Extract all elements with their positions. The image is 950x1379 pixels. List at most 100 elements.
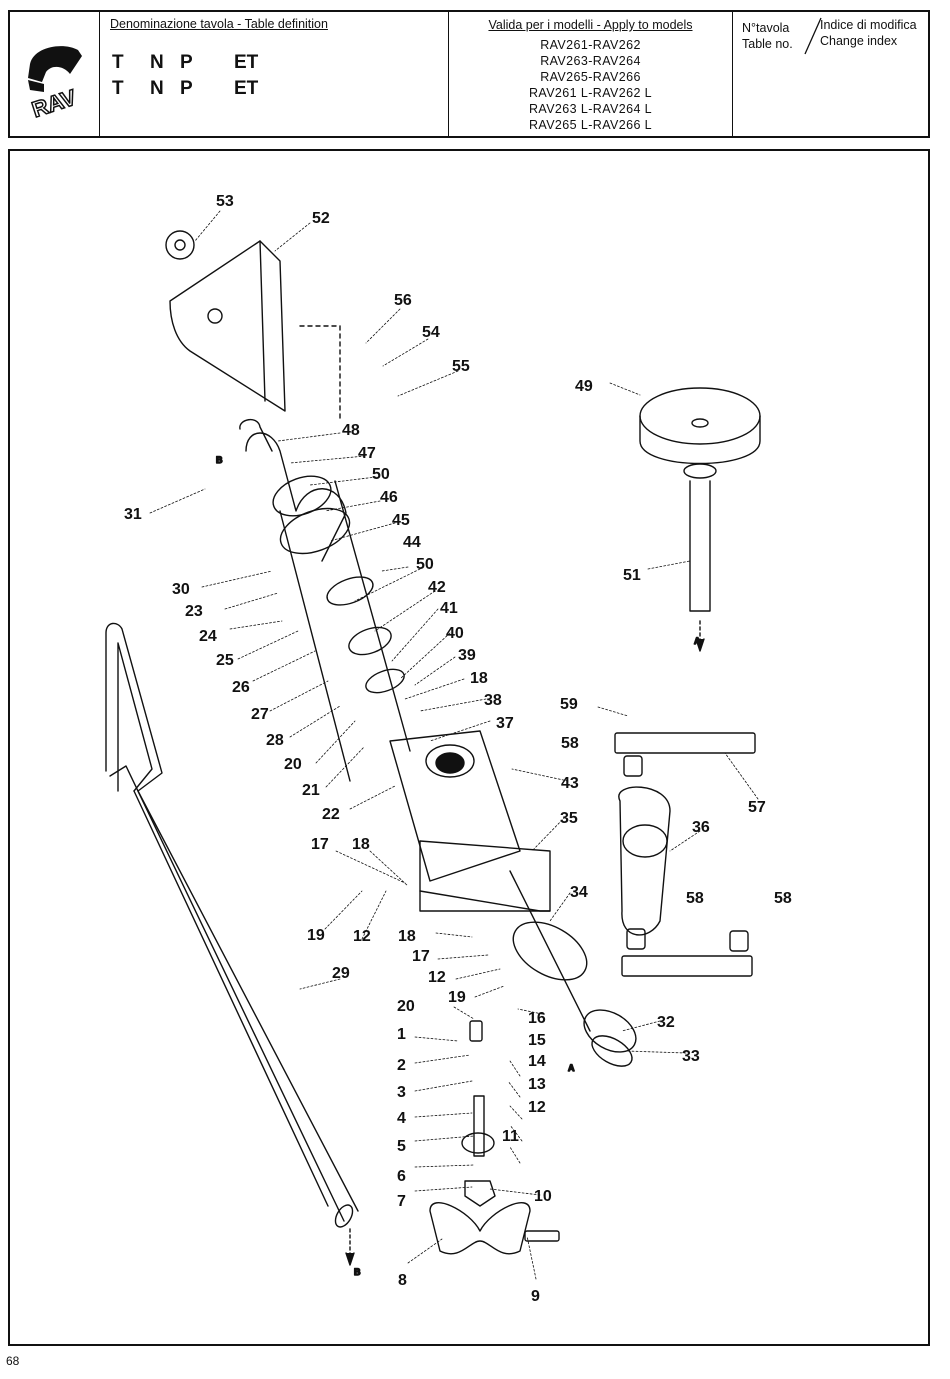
code-cell: P — [180, 78, 193, 99]
title-block: RAV Denominazione tavola - Table definit… — [8, 10, 930, 138]
callout-5: 5 — [397, 1138, 406, 1155]
model-entry: RAV261-RAV262 — [540, 38, 641, 52]
model-entry: RAV265 L-RAV266 L — [528, 118, 653, 132]
callout-25: 25 — [216, 652, 234, 669]
rav-logo-icon: RAV — [28, 46, 82, 118]
callout-55: 55 — [452, 358, 470, 375]
callout-12a: 12 — [353, 928, 371, 945]
callout-4: 4 — [397, 1110, 406, 1127]
callout-14: 14 — [528, 1053, 546, 1070]
callout-59: 59 — [560, 696, 578, 713]
callout-19b: 19 — [448, 989, 466, 1006]
callout-38: 38 — [484, 692, 502, 709]
change-index-label: Indice di modifica Change index — [820, 17, 917, 49]
callout-18c: 18 — [398, 928, 416, 945]
callout-49: 49 — [575, 378, 593, 395]
code-cell: N — [150, 78, 164, 99]
callout-20a: 20 — [284, 756, 302, 773]
cover-part — [165, 230, 341, 422]
callout-28: 28 — [266, 732, 284, 749]
callout-52: 52 — [312, 210, 330, 227]
callout-2: 2 — [397, 1057, 406, 1074]
callout-57: 57 — [748, 799, 766, 816]
callout-56: 56 — [394, 292, 412, 309]
callout-58a: 58 — [561, 735, 579, 752]
logo-cell: RAV — [10, 12, 99, 136]
leader-lines — [149, 210, 759, 1280]
callout-13: 13 — [528, 1076, 546, 1093]
bracket-part — [614, 732, 756, 977]
callout-17a: 17 — [311, 836, 329, 853]
callout-58b: 58 — [686, 890, 704, 907]
callout-7: 7 — [397, 1193, 406, 1210]
models-list: RAV261-RAV262 RAV263-RAV264 RAV265-RAV26… — [449, 37, 732, 133]
exploded-view-diagram: B B A A — [105, 193, 792, 1305]
callout-30: 30 — [172, 581, 190, 598]
code-cell: T — [112, 52, 124, 73]
callout-10: 10 — [534, 1188, 552, 1205]
change-index-label-it: Indice di modifica — [820, 18, 917, 32]
callouts: 53 52 56 54 55 49 48 47 50 46 31 45 44 5… — [124, 193, 792, 1305]
code-cell: N — [150, 52, 164, 73]
change-index-label-en: Change index — [820, 34, 898, 48]
arrow-marker-a-wheel: A — [694, 636, 701, 646]
definition-title: Denominazione tavola - Table definition — [110, 17, 328, 31]
callout-15: 15 — [528, 1032, 546, 1049]
callout-16: 16 — [528, 1010, 546, 1027]
callout-44: 44 — [403, 534, 421, 551]
callout-24: 24 — [199, 628, 217, 645]
callout-47: 47 — [358, 445, 376, 462]
model-entry: RAV263 L-RAV264 L — [528, 102, 653, 116]
model-entry: RAV261 L-RAV262 L — [528, 86, 653, 100]
table-number-cell: N°tavola Table no. Indice di modifica Ch… — [732, 12, 928, 136]
callout-9: 9 — [531, 1288, 540, 1305]
code-cell: T — [112, 78, 124, 99]
callout-18b: 18 — [352, 836, 370, 853]
callout-50b: 50 — [416, 556, 434, 573]
callout-40: 40 — [446, 625, 464, 642]
table-number-label-it: N°tavola — [742, 21, 790, 35]
callout-23: 23 — [185, 603, 203, 620]
divider-slash — [804, 17, 822, 55]
callout-41: 41 — [440, 600, 458, 617]
pump-body — [239, 419, 637, 1067]
callout-8: 8 — [398, 1272, 407, 1289]
callout-21: 21 — [302, 782, 320, 799]
callout-50: 50 — [372, 466, 390, 483]
callout-26: 26 — [232, 679, 250, 696]
models-title: Valida per i modelli - Apply to models — [488, 18, 693, 32]
callout-27: 27 — [251, 706, 269, 723]
arrow-marker-b-bottom: B — [354, 1267, 361, 1277]
callout-12b: 12 — [428, 969, 446, 986]
callout-1: 1 — [397, 1026, 406, 1043]
callout-54: 54 — [422, 324, 440, 341]
model-entry: RAV265-RAV266 — [540, 70, 641, 84]
handle-part — [105, 622, 359, 1266]
callout-19a: 19 — [307, 927, 325, 944]
wheel-part — [639, 387, 761, 652]
callout-42: 42 — [428, 579, 446, 596]
callout-12c: 12 — [528, 1099, 546, 1116]
page-number: 68 — [6, 1354, 20, 1368]
callout-51: 51 — [623, 567, 641, 584]
model-entry: RAV263-RAV264 — [540, 54, 641, 68]
callout-22: 22 — [322, 806, 340, 823]
callout-31: 31 — [124, 506, 142, 523]
code-cell: P — [180, 52, 193, 73]
diagram-frame: B B A A — [8, 149, 930, 1346]
callout-58c: 58 — [774, 890, 792, 907]
code-cell: ET — [234, 78, 259, 99]
callout-39: 39 — [458, 647, 476, 664]
callout-11: 11 — [502, 1128, 519, 1145]
arrow-marker-b-top: B — [216, 455, 223, 465]
callout-6: 6 — [397, 1168, 406, 1185]
callout-46: 46 — [380, 489, 398, 506]
callout-43: 43 — [561, 775, 579, 792]
callout-36: 36 — [692, 819, 710, 836]
code-cell: ET — [234, 52, 259, 73]
callout-3: 3 — [397, 1084, 406, 1101]
callout-35: 35 — [560, 810, 578, 827]
valve-stack — [429, 1020, 560, 1255]
